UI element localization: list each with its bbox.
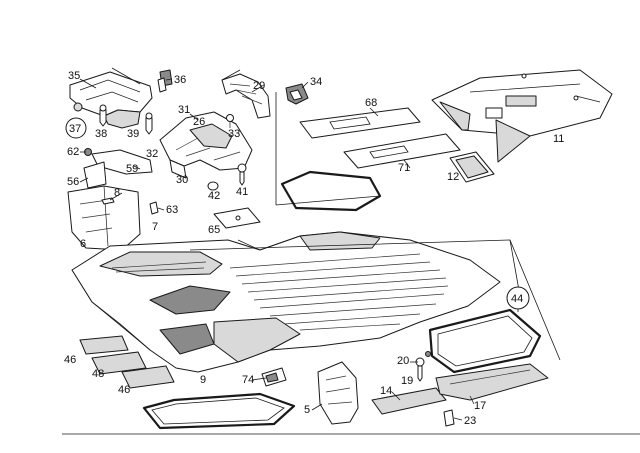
callout-71: 71 xyxy=(398,162,410,174)
part-20-screw[interactable] xyxy=(425,351,431,357)
callout-44: 44 xyxy=(511,293,523,305)
callout-59: 59 xyxy=(126,163,138,175)
callout-48: 48 xyxy=(92,368,104,380)
part-44-floor-mat[interactable] xyxy=(428,308,542,374)
part-9-floor-mat[interactable] xyxy=(142,392,296,430)
callout-7: 7 xyxy=(152,221,158,233)
callout-14: 14 xyxy=(380,385,392,397)
floor-pan-main[interactable] xyxy=(71,231,501,373)
part-46-mat-lower[interactable] xyxy=(121,365,175,389)
callout-leaders xyxy=(79,78,475,421)
callout-46-upper: 46 xyxy=(64,354,76,366)
part-37-grommet[interactable] xyxy=(65,102,87,139)
callout-9: 9 xyxy=(200,374,206,386)
callout-29: 29 xyxy=(253,80,265,92)
callout-62: 62 xyxy=(67,146,79,158)
callout-37: 37 xyxy=(69,123,81,135)
part-6-side-panel[interactable] xyxy=(67,185,141,251)
part-41-screw[interactable] xyxy=(237,163,247,186)
part-31-26-console[interactable] xyxy=(159,111,253,179)
mat-outline-center xyxy=(280,170,382,212)
part-23-clip[interactable] xyxy=(443,409,455,427)
part-33-screw[interactable] xyxy=(226,114,234,129)
callout-23: 23 xyxy=(464,415,476,427)
part-36-clip[interactable] xyxy=(157,69,173,93)
part-17-trim[interactable] xyxy=(435,363,549,401)
part-34-clip[interactable] xyxy=(285,83,309,105)
part-11-floor-cover[interactable] xyxy=(431,69,613,163)
part-14-trim[interactable] xyxy=(371,387,447,415)
callout-19: 19 xyxy=(401,375,413,387)
part-46-mat-upper[interactable] xyxy=(79,335,129,355)
callout-33: 33 xyxy=(228,128,240,140)
callout-5: 5 xyxy=(304,404,310,416)
part-5-bracket[interactable] xyxy=(317,361,359,425)
part-48-mat[interactable] xyxy=(91,351,147,375)
part-63-clip[interactable] xyxy=(149,201,159,215)
part-38-screw[interactable] xyxy=(99,104,107,127)
callout-11: 11 xyxy=(553,133,564,145)
part-74-clip[interactable] xyxy=(261,367,287,387)
part-68-insulation[interactable] xyxy=(299,107,421,139)
callout-65: 65 xyxy=(208,224,220,236)
callout-39: 39 xyxy=(127,128,139,140)
callout-12: 12 xyxy=(447,171,459,183)
part-65-plate[interactable] xyxy=(213,207,261,229)
callout-46-lower: 46 xyxy=(118,384,130,396)
callout-20: 20 xyxy=(397,355,409,367)
part-56-panel[interactable] xyxy=(83,161,107,189)
callout-56: 56 xyxy=(67,176,79,188)
callout-74: 74 xyxy=(242,374,254,386)
part-39-screw[interactable] xyxy=(145,112,153,135)
callout-44-circle xyxy=(506,286,530,310)
callout-17: 17 xyxy=(474,400,486,412)
callout-36: 36 xyxy=(174,74,186,86)
callout-6: 6 xyxy=(80,238,86,250)
part-42-plug[interactable] xyxy=(207,181,219,191)
part-19-screw[interactable] xyxy=(415,357,425,382)
callout-8: 8 xyxy=(114,187,120,199)
callout-31: 31 xyxy=(178,104,190,116)
part-12-frame[interactable] xyxy=(449,151,495,183)
callout-34: 34 xyxy=(310,76,322,88)
callout-42: 42 xyxy=(208,190,220,202)
callout-35: 35 xyxy=(68,70,80,82)
leader-lines xyxy=(62,67,640,435)
callout-63: 63 xyxy=(166,204,178,216)
callout-41: 41 xyxy=(236,186,248,198)
callout-68: 68 xyxy=(365,97,377,109)
callout-30: 30 xyxy=(176,174,188,186)
part-35-housing[interactable] xyxy=(69,71,153,129)
callout-32: 32 xyxy=(146,148,158,160)
callout-38: 38 xyxy=(95,128,107,140)
part-29-bracket[interactable] xyxy=(221,73,271,119)
part-71-insulation[interactable] xyxy=(343,133,461,169)
